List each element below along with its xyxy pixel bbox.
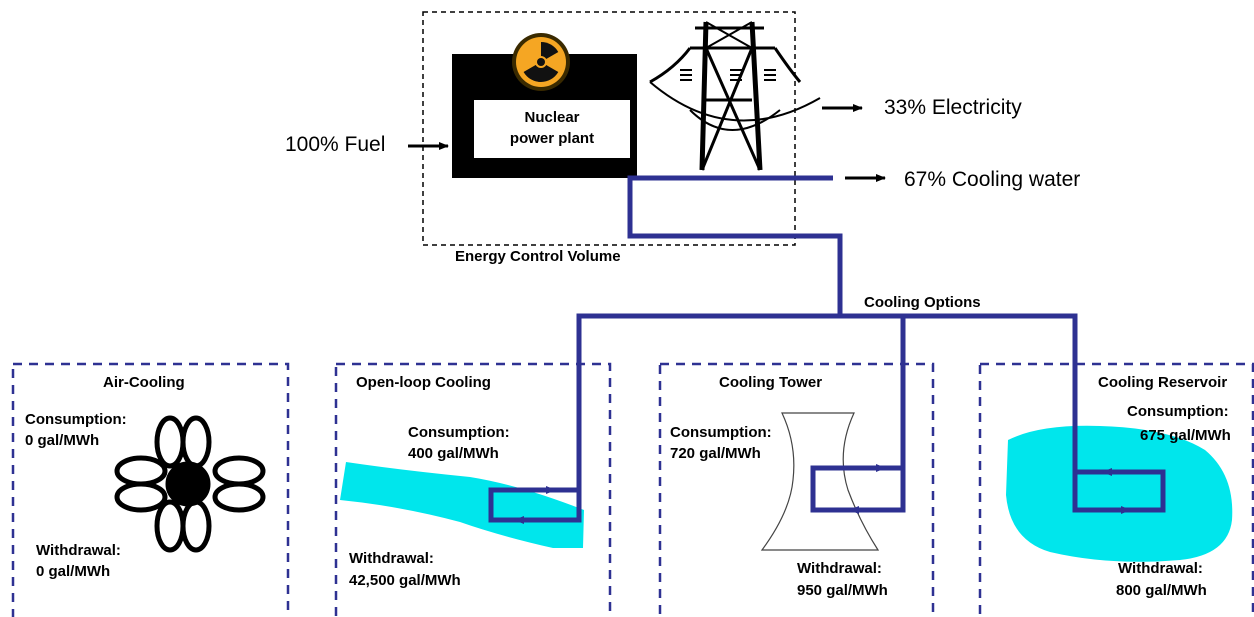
river-water bbox=[340, 462, 584, 548]
air-cooling-withdrawal-value: 0 gal/MWh bbox=[36, 563, 111, 580]
cooling-reservoir-withdrawal-value: 800 gal/MWh bbox=[1116, 582, 1207, 599]
cooling-reservoir-consumption-value: 675 gal/MWh bbox=[1140, 427, 1231, 444]
fuel-input-label: 100% Fuel bbox=[285, 133, 386, 156]
cooling-tower-box bbox=[658, 362, 935, 617]
open-loop-consumption-label: Consumption: bbox=[408, 424, 510, 441]
open-loop-title: Open-loop Cooling bbox=[356, 374, 491, 391]
reservoir-water bbox=[1006, 425, 1233, 562]
cooling-options-label: Cooling Options bbox=[864, 294, 981, 311]
power-tower-icon bbox=[649, 21, 821, 171]
flow-arrows bbox=[514, 464, 1131, 524]
air-cooling-consumption-value: 0 gal/MWh bbox=[25, 432, 100, 449]
open-loop-consumption-value: 400 gal/MWh bbox=[408, 445, 499, 462]
air-cooling-withdrawal-label: Withdrawal: bbox=[36, 542, 121, 559]
cooling-reservoir-title: Cooling Reservoir bbox=[1098, 374, 1228, 391]
open-loop-withdrawal-value: 42,500 gal/MWh bbox=[349, 572, 461, 589]
electricity-output-label: 33% Electricity bbox=[884, 96, 1022, 119]
cooling-tower-withdrawal-value: 950 gal/MWh bbox=[797, 582, 888, 599]
cooling-tower-consumption-label: Consumption: bbox=[670, 424, 772, 441]
cooling-water-output-label: 67% Cooling water bbox=[904, 168, 1081, 191]
air-cooling-title: Air-Cooling bbox=[103, 374, 185, 391]
cooling-reservoir-box bbox=[978, 362, 1254, 617]
plant-label-line1: Nuclear bbox=[524, 109, 580, 126]
cooling-pipe bbox=[488, 175, 1166, 523]
open-loop-cooling-box bbox=[334, 362, 612, 617]
cooling-reservoir-consumption-label: Consumption: bbox=[1127, 403, 1229, 420]
energy-control-volume-box bbox=[422, 11, 796, 246]
open-loop-withdrawal-label: Withdrawal: bbox=[349, 550, 434, 567]
cooling-tower-title: Cooling Tower bbox=[719, 374, 823, 391]
cooling-reservoir-withdrawal-label: Withdrawal: bbox=[1118, 560, 1203, 577]
nuclear-plant-label: Nuclear power plant bbox=[474, 100, 630, 158]
air-cooling-box bbox=[11, 362, 290, 617]
energy-control-volume-label: Energy Control Volume bbox=[455, 248, 621, 265]
plant-label-line2: power plant bbox=[509, 130, 595, 147]
radiation-icon bbox=[512, 33, 570, 91]
cooling-tower-withdrawal-label: Withdrawal: bbox=[797, 560, 882, 577]
cooling-tower-icon bbox=[760, 412, 880, 551]
air-cooling-consumption-label: Consumption: bbox=[25, 411, 127, 428]
cooling-tower-consumption-value: 720 gal/MWh bbox=[670, 445, 761, 462]
fan-icon bbox=[114, 415, 266, 553]
